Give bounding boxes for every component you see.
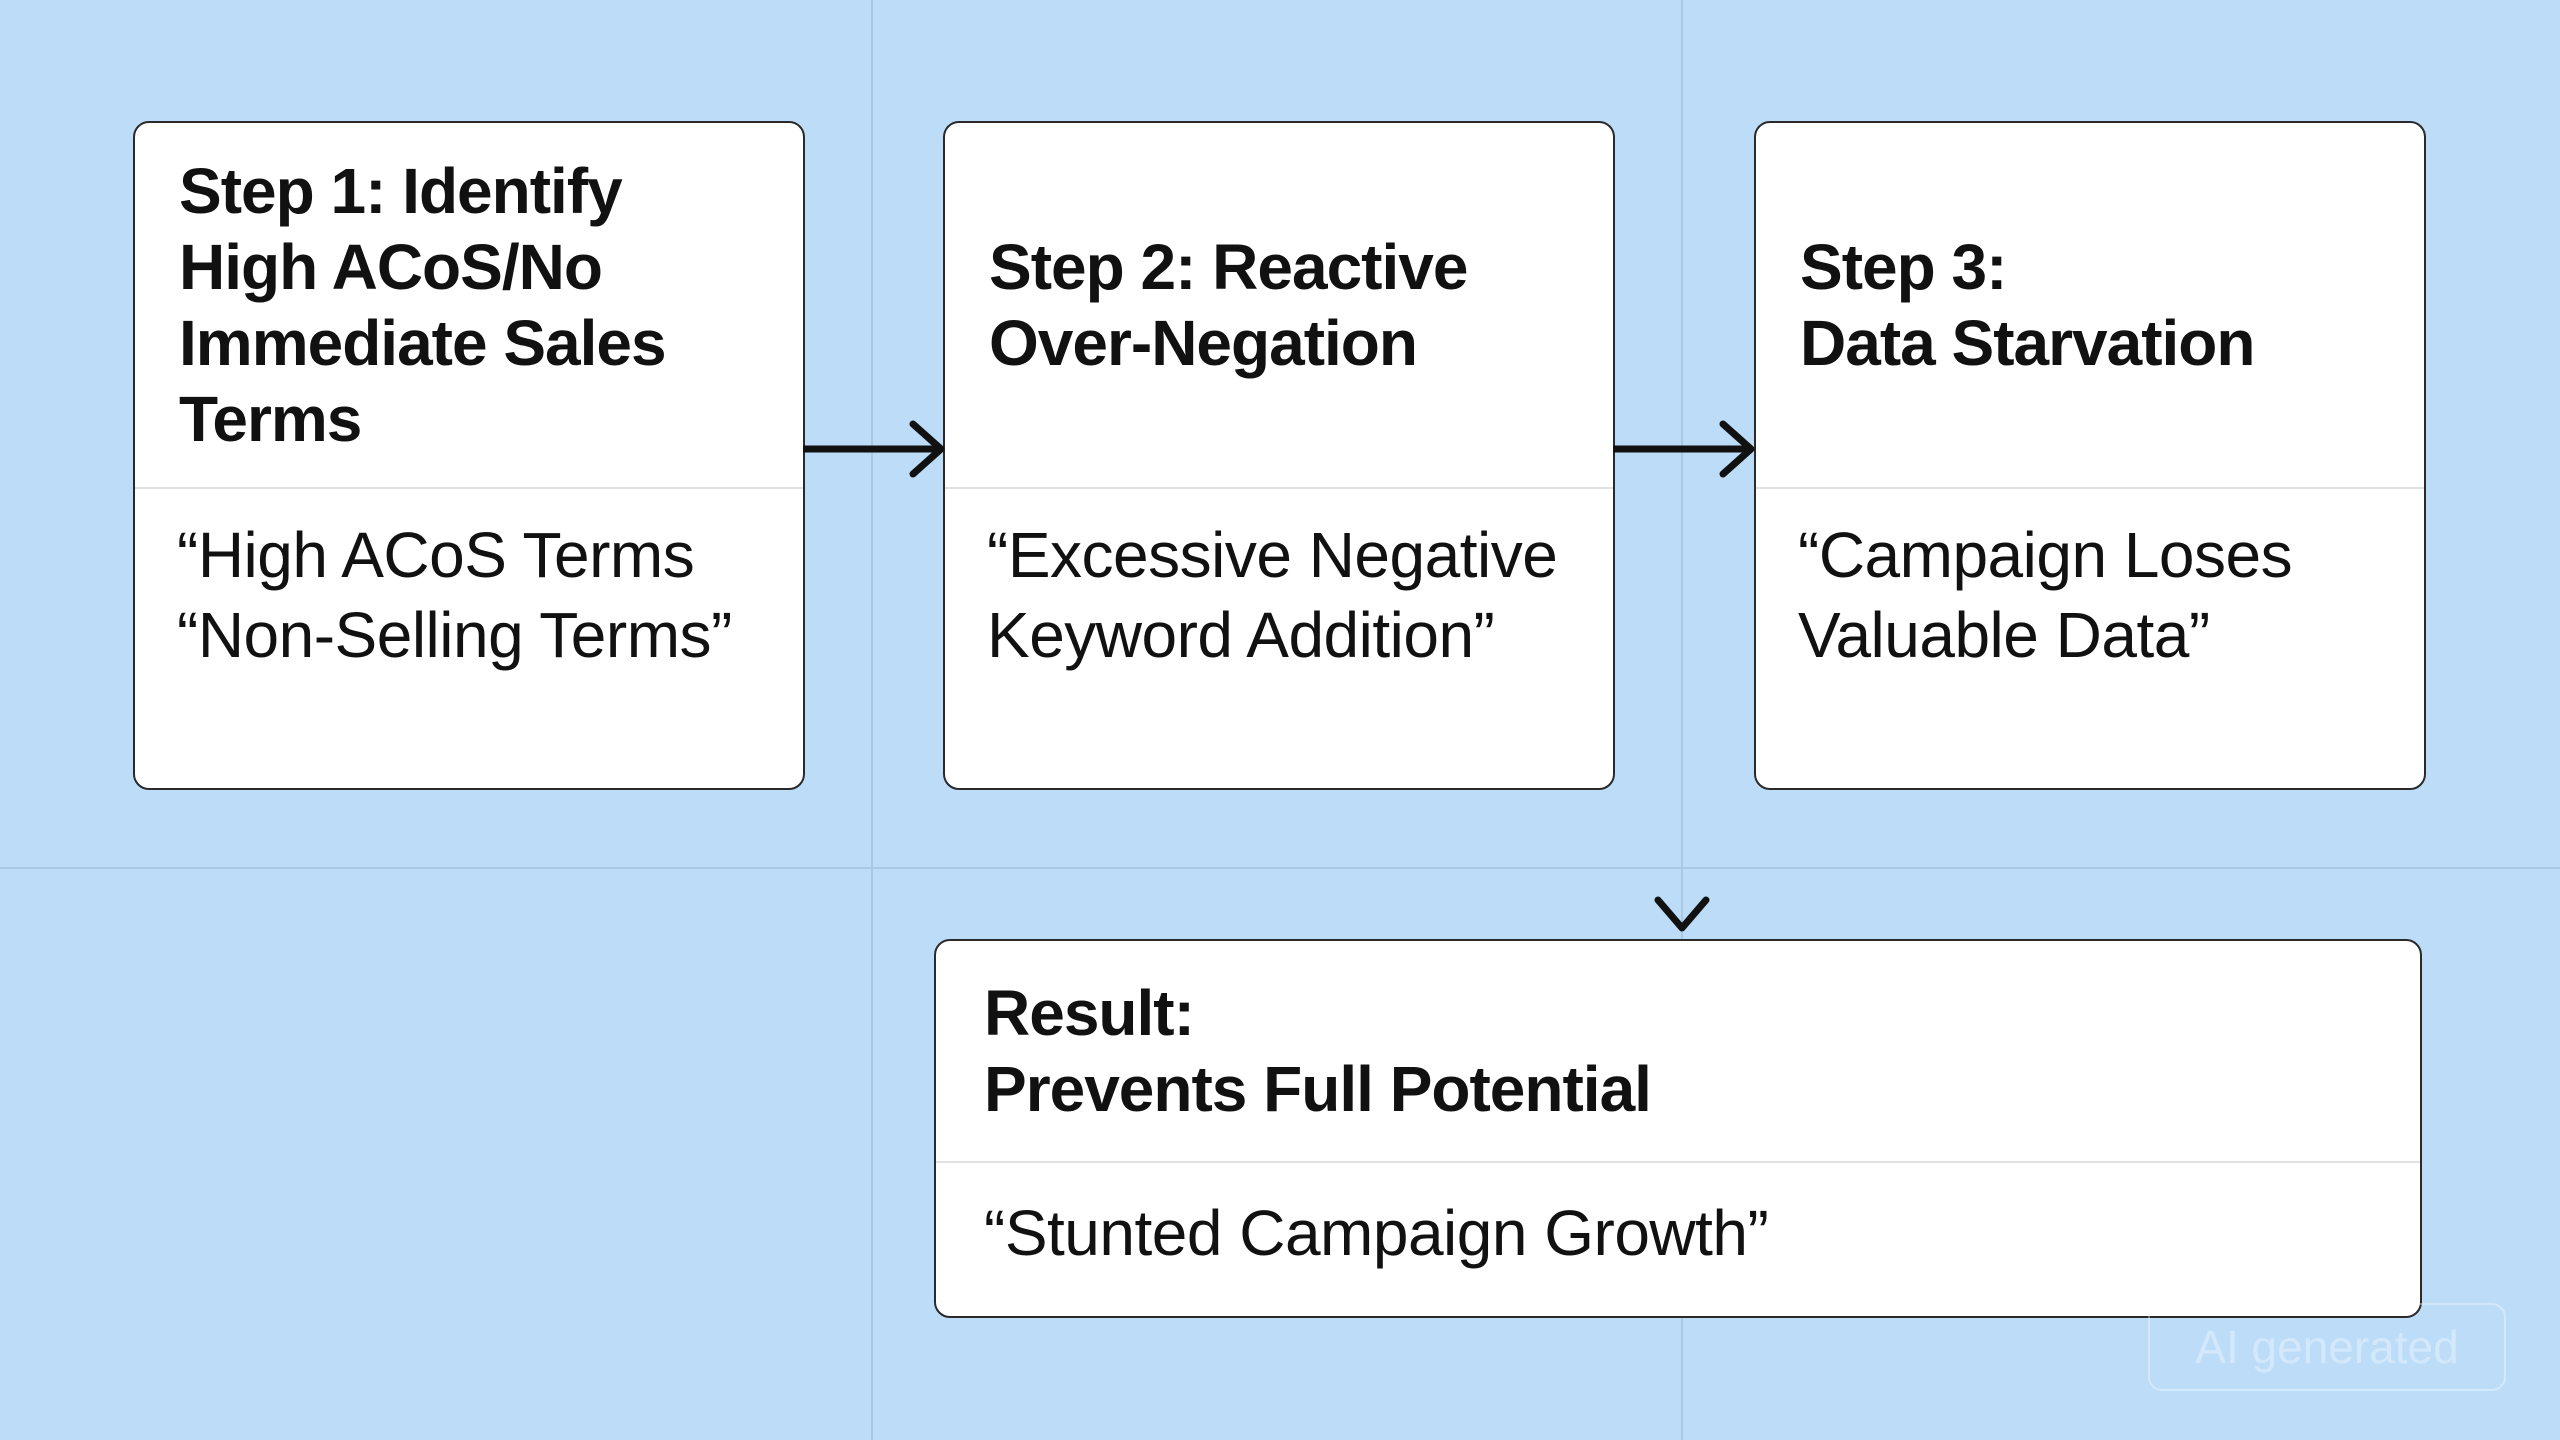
result-card: Result: Prevents Full Potential “Stunted… — [934, 939, 2422, 1318]
step-1-card: Step 1: Identify High ACoS/No Immediate … — [133, 121, 805, 790]
step-1-title: Step 1: Identify High ACoS/No Immediate … — [179, 155, 667, 455]
step-2-body: “Excessive Negative Keyword Addition” — [945, 489, 1613, 788]
step-3-text: “Campaign Loses Valuable Data” — [1798, 519, 2293, 671]
result-text: “Stunted Campaign Growth” — [984, 1197, 1769, 1269]
step-3-title: Step 3: Data Starvation — [1800, 231, 2255, 379]
step-3-card: Step 3: Data Starvation “Campaign Loses … — [1754, 121, 2426, 790]
step-3-body: “Campaign Loses Valuable Data” — [1756, 489, 2424, 788]
arrow-right-icon — [1613, 420, 1755, 478]
step-1-header: Step 1: Identify High ACoS/No Immediate … — [135, 123, 803, 489]
grid-line-horizontal — [0, 867, 2560, 869]
grid-line-vertical — [1681, 0, 1683, 1440]
watermark: AI generated — [2148, 1303, 2506, 1391]
arrow-right-icon — [803, 420, 945, 478]
step-3-header: Step 3: Data Starvation — [1756, 123, 2424, 489]
step-2-text: “Excessive Negative Keyword Addition” — [987, 519, 1558, 671]
step-2-header: Step 2: Reactive Over-Negation — [945, 123, 1613, 489]
step-2-card: Step 2: Reactive Over-Negation “Excessiv… — [943, 121, 1615, 790]
result-title: Result: Prevents Full Potential — [984, 977, 1652, 1125]
result-header: Result: Prevents Full Potential — [936, 941, 2420, 1163]
step-1-text: “High ACoS Terms “Non-Selling Terms” — [177, 519, 732, 671]
result-body: “Stunted Campaign Growth” — [936, 1163, 2420, 1316]
grid-line-vertical — [871, 0, 873, 1440]
step-1-body: “High ACoS Terms “Non-Selling Terms” — [135, 489, 803, 788]
chevron-down-icon — [1654, 896, 1710, 932]
step-2-title: Step 2: Reactive Over-Negation — [989, 231, 1468, 379]
